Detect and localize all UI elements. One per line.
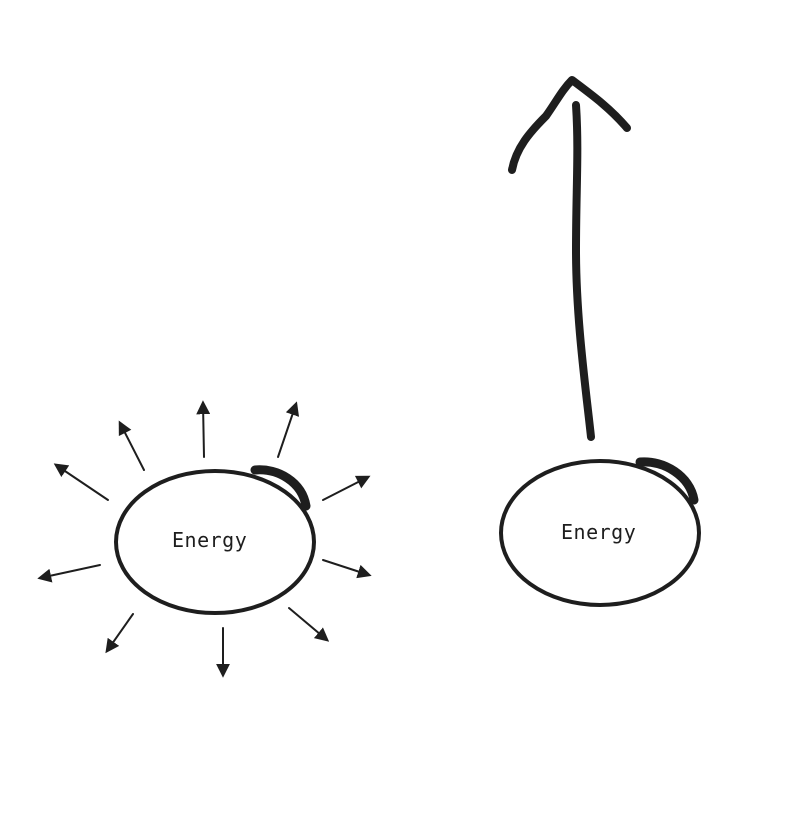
left-energy-label: Energy [172,528,248,552]
radiating-arrow-up-left [118,420,145,471]
radiating-arrow-down-left [105,613,134,654]
upward-arrow-head [508,76,631,174]
right-energy-label: Energy [561,520,637,544]
radiating-arrow-up [196,400,211,458]
right-energy-node [499,457,701,607]
right-energy-ellipse [499,459,701,607]
radiating-arrow-right-lower [322,559,372,579]
right-ellipse-thick-stroke [635,457,699,505]
upward-arrow-shaft [572,101,595,441]
left-energy-ellipse [114,469,316,615]
radiating-arrow-up-right [277,401,300,458]
radiating-arrows [37,400,372,678]
upward-arrow [508,76,631,441]
radiating-arrow-left-lower [37,564,101,583]
left-energy-node [114,465,316,615]
radiating-arrow-right-upper [322,475,371,501]
radiating-arrow-down-right [288,607,330,642]
left-ellipse-thick-stroke [250,465,311,511]
radiating-arrow-left-upper [53,463,109,501]
